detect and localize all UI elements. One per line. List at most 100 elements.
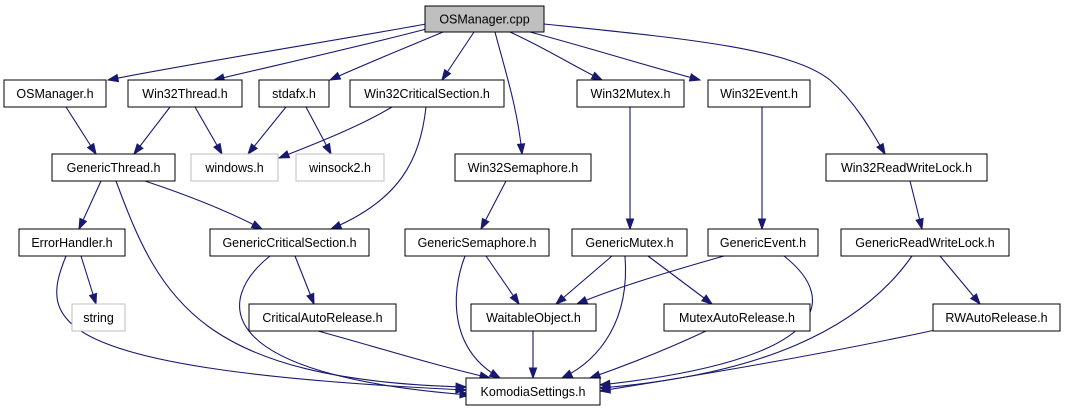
file-node-box <box>707 79 811 108</box>
arrowhead-icon <box>876 142 886 156</box>
edge-genthread-to-gencs <box>144 180 264 230</box>
edge-os_cpp-to-w32event <box>529 31 702 82</box>
file-node-w32cs[interactable]: Win32CriticalSection.h <box>349 79 505 108</box>
edge-line <box>647 255 713 305</box>
file-node-w32event[interactable]: Win32Event.h <box>707 79 811 108</box>
file-node-box <box>18 228 126 257</box>
file-node-box <box>932 303 1061 332</box>
file-node-winsock[interactable]: winsock2.h <box>295 153 385 182</box>
file-node-waitobj[interactable]: WaitableObject.h <box>470 303 597 332</box>
arrowhead-icon <box>86 142 97 156</box>
edge-line <box>576 255 725 305</box>
edge-rwar-to-komodia <box>598 328 941 394</box>
file-node-box <box>825 153 988 182</box>
edge-line <box>529 31 701 81</box>
arrowhead-icon <box>488 369 502 379</box>
file-node-w32sem[interactable]: Win32Semaphore.h <box>454 153 592 182</box>
arrowhead-icon <box>459 389 472 399</box>
edge-genmutex-to-komodia <box>560 255 627 379</box>
edge-w32mutex-to-genmutex <box>625 107 635 231</box>
file-node-string[interactable]: string <box>71 303 126 332</box>
arrowhead-icon <box>133 143 144 156</box>
arrowhead-icon <box>700 294 714 305</box>
file-node-box <box>576 79 685 108</box>
edge-csar-to-komodia <box>317 330 492 380</box>
arrowhead-icon <box>688 73 702 82</box>
file-node-box <box>127 79 243 108</box>
arrowhead-icon <box>590 71 604 81</box>
file-node-komodia[interactable]: KomodiaSettings.h <box>465 377 601 406</box>
arrowhead-icon <box>969 293 981 306</box>
file-node-genevent[interactable]: GenericEvent.h <box>707 228 819 257</box>
file-node-w32thread[interactable]: Win32Thread.h <box>127 79 243 108</box>
edge-line <box>115 180 467 388</box>
edge-line <box>494 31 523 155</box>
edge-w32sem-to-gensem <box>480 180 507 231</box>
edge-line <box>317 330 491 379</box>
edge-line <box>455 255 501 379</box>
edge-genthread-to-komodia <box>115 180 468 391</box>
arrowhead-icon <box>575 295 589 305</box>
file-node-w32mutex[interactable]: Win32Mutex.h <box>576 79 685 108</box>
edge-genmutex-to-mutexar <box>647 255 714 305</box>
arrowhead-icon <box>328 71 342 81</box>
file-node-box <box>258 79 330 108</box>
file-node-os_h[interactable]: OSManager.h <box>3 79 107 108</box>
edge-line <box>543 23 886 155</box>
edge-line <box>330 106 427 230</box>
file-node-label: Win32Mutex.h <box>591 87 671 101</box>
file-node-rwar[interactable]: RWAutoRelease.h <box>932 303 1061 332</box>
edge-genevent-to-waitobj <box>575 255 725 305</box>
file-node-gencs[interactable]: GenericCriticalSection.h <box>209 228 370 257</box>
arrowhead-icon <box>78 217 88 231</box>
edge-os_cpp-to-w32mutex <box>509 31 604 81</box>
file-node-gensem[interactable]: GenericSemaphore.h <box>404 228 550 257</box>
file-node-box <box>424 5 545 33</box>
file-node-box <box>707 228 819 257</box>
file-node-windows[interactable]: windows.h <box>190 153 279 182</box>
edge-stdafx-to-windows <box>247 106 287 156</box>
file-node-stdafx[interactable]: stdafx.h <box>258 79 330 108</box>
file-node-label: ErrorHandler.h <box>31 236 112 250</box>
arrowhead-icon <box>625 218 635 231</box>
arrowhead-icon <box>247 143 258 156</box>
arrowhead-icon <box>915 217 924 231</box>
arrowhead-icon <box>213 142 223 156</box>
file-node-label: GenericThread.h <box>67 161 161 175</box>
file-node-genmutex[interactable]: GenericMutex.h <box>571 228 688 257</box>
arrowhead-icon <box>509 292 520 306</box>
edges-layer <box>56 23 981 399</box>
file-node-label: GenericEvent.h <box>720 236 806 250</box>
file-node-box <box>248 303 397 332</box>
arrowhead-icon <box>329 220 343 230</box>
file-node-label: GenericSemaphore.h <box>418 236 537 250</box>
edge-gensem-to-komodia <box>455 255 502 379</box>
file-node-box <box>295 153 385 182</box>
file-node-label: Win32CriticalSection.h <box>364 87 490 101</box>
file-node-mutexar[interactable]: MutexAutoRelease.h <box>663 303 811 332</box>
arrowhead-icon <box>554 293 567 305</box>
file-node-w32rwl[interactable]: Win32ReadWriteLock.h <box>825 153 988 182</box>
file-node-label: MutexAutoRelease.h <box>679 311 795 325</box>
edge-errh-to-string <box>80 255 98 306</box>
file-node-errh[interactable]: ErrorHandler.h <box>18 228 126 257</box>
file-node-box <box>465 377 601 406</box>
file-node-genthread[interactable]: GenericThread.h <box>51 153 176 182</box>
edge-w32thread-to-windows <box>194 106 223 156</box>
file-node-box <box>663 303 811 332</box>
file-node-label: string <box>83 311 114 325</box>
file-node-genrwl[interactable]: GenericReadWriteLock.h <box>840 228 1010 257</box>
file-node-box <box>71 303 126 332</box>
file-node-os_cpp[interactable]: OSManager.cpp <box>424 5 545 33</box>
edge-os_cpp-to-w32rwl <box>543 23 886 156</box>
file-node-box <box>470 303 597 332</box>
edge-os_cpp-to-w32sem <box>494 31 526 156</box>
file-node-csar[interactable]: CriticalAutoRelease.h <box>248 303 397 332</box>
file-node-box <box>190 153 279 182</box>
arrowhead-icon <box>528 367 538 380</box>
file-node-label: Win32Thread.h <box>142 87 228 101</box>
edge-w32thread-to-genthread <box>133 106 171 156</box>
arrowhead-icon <box>306 292 315 306</box>
